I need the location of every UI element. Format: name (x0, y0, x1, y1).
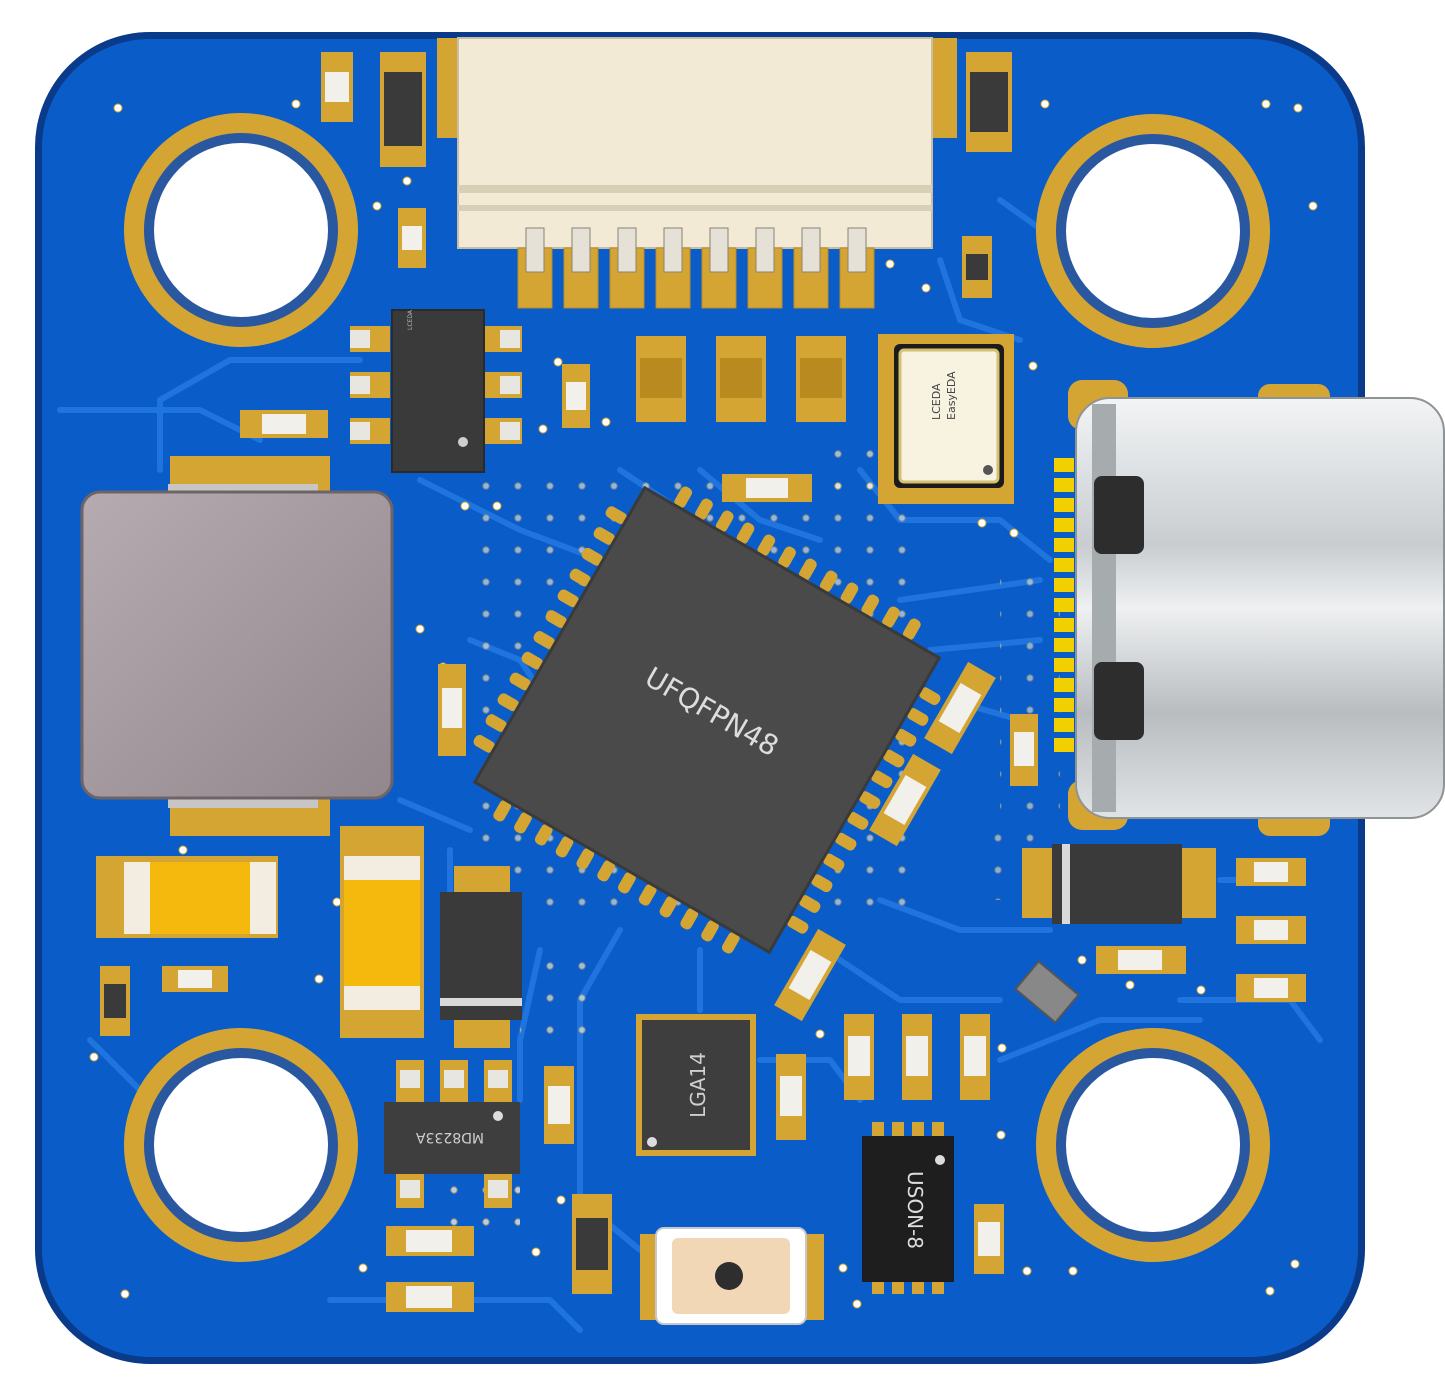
chip-pin (680, 908, 699, 930)
chip-pin (695, 498, 713, 520)
oscillator-label-1: LCEDA (930, 383, 943, 420)
chip-pin (659, 896, 678, 918)
tantalum-capacitors (96, 826, 424, 1038)
chip-pin (847, 812, 869, 830)
chip-pin (485, 714, 507, 732)
chip-pin (861, 594, 880, 616)
passive-components (100, 52, 1306, 1312)
chip-pin (819, 570, 838, 592)
chip-pin (799, 558, 817, 580)
chip-pin (823, 853, 845, 872)
chip-pin (514, 812, 532, 834)
chip-pin (871, 770, 893, 789)
chip-pin (882, 606, 900, 628)
chip-pin (787, 915, 809, 934)
chip-pin (778, 546, 796, 568)
voltage-regulator: MD8233A (384, 1060, 520, 1208)
regulator-label: MD8233A (416, 1129, 484, 1145)
oscillator: LCEDA EasyEDA (878, 334, 1014, 504)
push-button-icon (640, 1227, 824, 1325)
chip-pin-array (473, 486, 941, 954)
chip-pin (473, 734, 495, 753)
chip-pin (497, 693, 519, 712)
mounting-hole-icon (124, 113, 1270, 1262)
chip-pin (638, 884, 657, 906)
chip-pin (593, 527, 615, 545)
chip-pin (736, 522, 755, 544)
chip-pin (799, 895, 821, 913)
power-inductor (80, 456, 394, 836)
chip-pin (533, 631, 555, 649)
diode (440, 844, 1216, 1048)
chip-pin (919, 687, 941, 706)
vias (89, 99, 1318, 1309)
chip-pin (618, 872, 636, 894)
chip-pin (840, 582, 859, 604)
chip-pin (715, 510, 734, 532)
flash-chip: USON-8 (862, 1122, 954, 1294)
chip-pin (811, 874, 833, 893)
main-mcu-chip (472, 485, 942, 955)
oscillator-label-2: EasyEDA (945, 371, 958, 420)
chip-pin (701, 920, 719, 942)
chip-pin (835, 832, 857, 851)
chip-pin (545, 610, 567, 628)
small-sensor (1014, 960, 1080, 1024)
chip-pin (569, 568, 591, 587)
chip-pin (859, 791, 881, 809)
chip-pin (555, 836, 574, 858)
imu-label: LGA14 (686, 1052, 710, 1118)
chip-pin (883, 749, 905, 768)
small-ic: LCEDA (391, 309, 485, 473)
chip-pin (674, 486, 693, 508)
chip-pin (721, 932, 740, 954)
chip-pin (597, 860, 615, 882)
chip-pin (757, 534, 776, 556)
chip-pin (534, 824, 553, 846)
chip-pin (509, 672, 531, 691)
chip-pin (493, 800, 512, 822)
top-fpc-connector (437, 37, 957, 309)
chip-pin (902, 618, 921, 640)
chip-pin (521, 651, 543, 670)
usb-c-connector-icon (1054, 380, 1445, 836)
small-ic-label: LCEDA (407, 309, 414, 330)
chip-pin (557, 589, 579, 608)
chip-pin (895, 728, 917, 747)
imu-chip: LGA14 (636, 1014, 756, 1156)
chip-pin (605, 506, 627, 525)
chip-pin (907, 708, 929, 726)
chip-pin (576, 848, 595, 870)
chip-pin (581, 547, 603, 566)
flash-label: USON-8 (903, 1171, 927, 1249)
